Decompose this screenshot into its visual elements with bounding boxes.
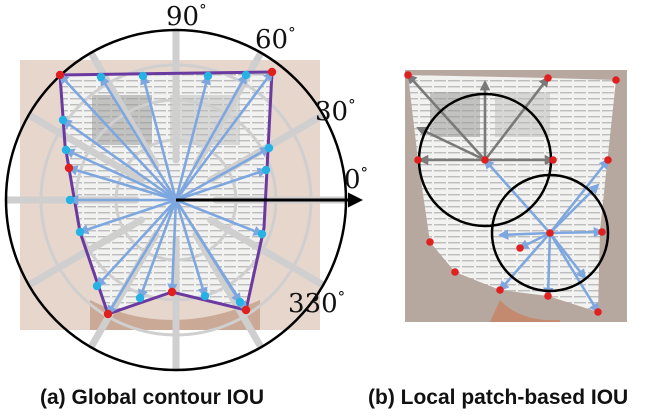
patch-2-arrow (483, 158, 551, 234)
contour-arrow (78, 198, 177, 235)
patch-point (598, 228, 606, 236)
patch-2-arrow (549, 226, 605, 238)
patch-1-arrow (416, 126, 486, 162)
patch-point (516, 244, 524, 252)
panel-a: 90° 60° 30° 0° 330° (a) Global contour I… (4, 1, 368, 409)
patch-point (496, 286, 504, 294)
angle-label-90: 90° (166, 1, 207, 32)
contour-corner-point (55, 70, 65, 80)
contour-sample-point (75, 227, 85, 237)
patch-points (404, 71, 620, 316)
contour-arrow (175, 146, 271, 202)
contour-sample-point (135, 293, 145, 303)
contour-corner-point (64, 163, 74, 173)
contour-arrow (174, 70, 274, 201)
patch-2-arrow (518, 231, 551, 250)
contour-arrow (67, 165, 177, 202)
contour-sample-point (58, 115, 68, 125)
patch-2-arrows (483, 158, 610, 314)
contour-sample-point (241, 70, 251, 80)
contour-arrow (64, 148, 177, 202)
contour-arrow (174, 73, 248, 201)
contour-corner-point (241, 305, 251, 315)
contour-arrow (174, 199, 242, 304)
patch-point (604, 156, 612, 164)
caption-b: (b) Local patch-based IOU (368, 386, 628, 409)
patch-point (544, 292, 552, 300)
patch-point (546, 229, 554, 237)
contour-arrow (95, 199, 177, 288)
patch-2-arrow (543, 232, 554, 299)
contour-sample-point (203, 71, 213, 81)
patch-2-arrow (548, 158, 610, 234)
contour-arrows (58, 70, 274, 316)
patch-2-arrow (548, 232, 600, 314)
patch-point (544, 74, 552, 82)
contour-sample-point (261, 165, 271, 175)
patch-point (451, 268, 459, 276)
panel-b: (b) Local patch-based IOU (368, 70, 628, 409)
patch-2-arrow (498, 232, 551, 292)
document-table-b2 (495, 92, 550, 137)
patch-2-circle (490, 173, 610, 293)
polar-spoke (192, 231, 264, 349)
contour-arrow (140, 73, 178, 201)
contour-arrow (61, 118, 177, 202)
contour-sample-point (264, 143, 274, 153)
contour-sample-point (200, 291, 210, 301)
contour-arrow (167, 199, 178, 295)
angle-label-0: 0° (344, 164, 368, 195)
patch-2-arrow (497, 229, 551, 240)
contour-sample-point (235, 297, 245, 307)
contour-points (55, 67, 277, 319)
patch-point (426, 238, 434, 246)
patch-1-arrow (406, 73, 486, 161)
contour-sample-point (96, 72, 106, 82)
contour-sample-point (138, 71, 148, 81)
polar-spoke (27, 112, 145, 184)
patch-point (549, 156, 557, 164)
polar-spoke (207, 216, 325, 288)
caption-a: (a) Global contour IOU (40, 386, 264, 409)
patch-point (612, 76, 620, 84)
contour-corner-point (103, 309, 113, 319)
angle-label-330: 330° (288, 288, 345, 319)
angle-label-30: 30° (315, 96, 356, 127)
hand-b (490, 300, 560, 322)
patch-1-arrow (483, 76, 550, 161)
contour-arrow (175, 167, 268, 202)
contour-corner-point (267, 67, 277, 77)
contour-sample-point (61, 145, 71, 155)
contour-arrow (58, 73, 177, 201)
contour-arrow (174, 73, 211, 201)
contour-arrow (175, 198, 264, 236)
patch-1-arrows (406, 73, 556, 166)
patch-point (481, 156, 489, 164)
contour-arrow (137, 199, 178, 300)
patch-point (414, 156, 422, 164)
patch-point (404, 71, 412, 79)
contour-arrow (106, 199, 178, 316)
angle-label-60: 60° (255, 24, 296, 55)
contour-corner-point (167, 287, 177, 297)
contour-sample-point (65, 195, 75, 205)
contour-sample-point (257, 229, 267, 239)
contour-arrow (99, 75, 178, 201)
patch-point (594, 308, 602, 316)
contour-sample-point (92, 281, 102, 291)
contour-arrow (174, 199, 208, 298)
